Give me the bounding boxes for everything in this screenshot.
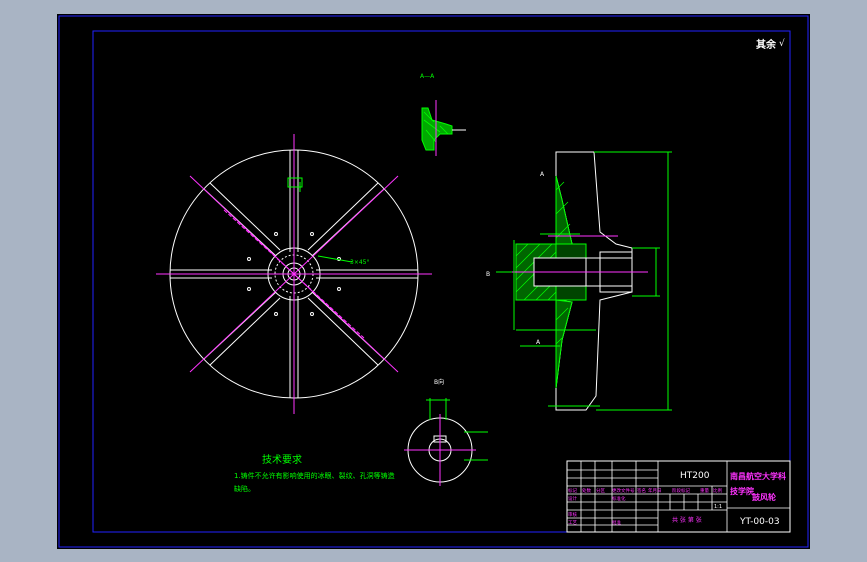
design-label: 设计 [568,495,577,502]
tech-title: 技术要求 [262,453,302,466]
section-detail: A—A [420,73,466,156]
dim-hub: 3×45° [350,259,369,266]
row-label-2: 分区 [596,487,605,494]
title-block: HT200 南昌航空大学科 技学院 鼓风轮 YT-00-03 1:1 共 张 第… [566,460,791,533]
drawing-sheet [57,14,810,549]
side-section-view: A A B [486,151,672,411]
scale-value: 1:1 [714,504,722,510]
dept-name: 技学院 [730,486,754,496]
view-label: B向 [434,378,444,386]
approve-label: 批准 [612,519,621,526]
front-view: 3×45° [156,134,432,414]
label-b: B [486,271,490,278]
roughness-symbol: √ [779,38,785,49]
stage-label: 阶段标记 [672,487,690,494]
inner-frame [92,30,791,533]
process-label: 工艺 [568,520,577,526]
label-a-bottom: A [536,339,541,346]
scale-label: 比例 [713,487,722,494]
standardize-label: 标准化 [612,495,626,502]
tech-line-2: 缺陷。 [234,484,255,493]
row-label-5: 年月日 [648,487,662,494]
weight-label: 重量 [700,487,709,494]
part-name: 鼓风轮 [752,492,776,502]
b-view: B向 [404,378,488,486]
check-label: 审核 [568,511,577,518]
material: HT200 [680,471,710,481]
row-label-4: 签名 [637,487,646,494]
label-a-top: A [540,171,545,178]
drawing-number: YT-00-03 [739,517,780,527]
sheet-count: 共 张 第 张 [672,516,702,524]
tech-line-1: 1.铸件不允许有影响使用的冰眼、裂纹、孔洞等铸造 [234,471,395,480]
row-label-0: 标记 [568,487,577,494]
tech-requirements: 技术要求 1.铸件不允许有影响使用的冰眼、裂纹、孔洞等铸造 缺陷。 [234,453,395,493]
roughness-note: 其余 [756,38,777,51]
row-label-3: 更改文件号 [612,487,635,494]
school-name: 南昌航空大学科 [730,471,786,481]
row-label-1: 处数 [582,487,591,494]
outer-frame [58,15,809,548]
section-label: A—A [420,73,435,80]
